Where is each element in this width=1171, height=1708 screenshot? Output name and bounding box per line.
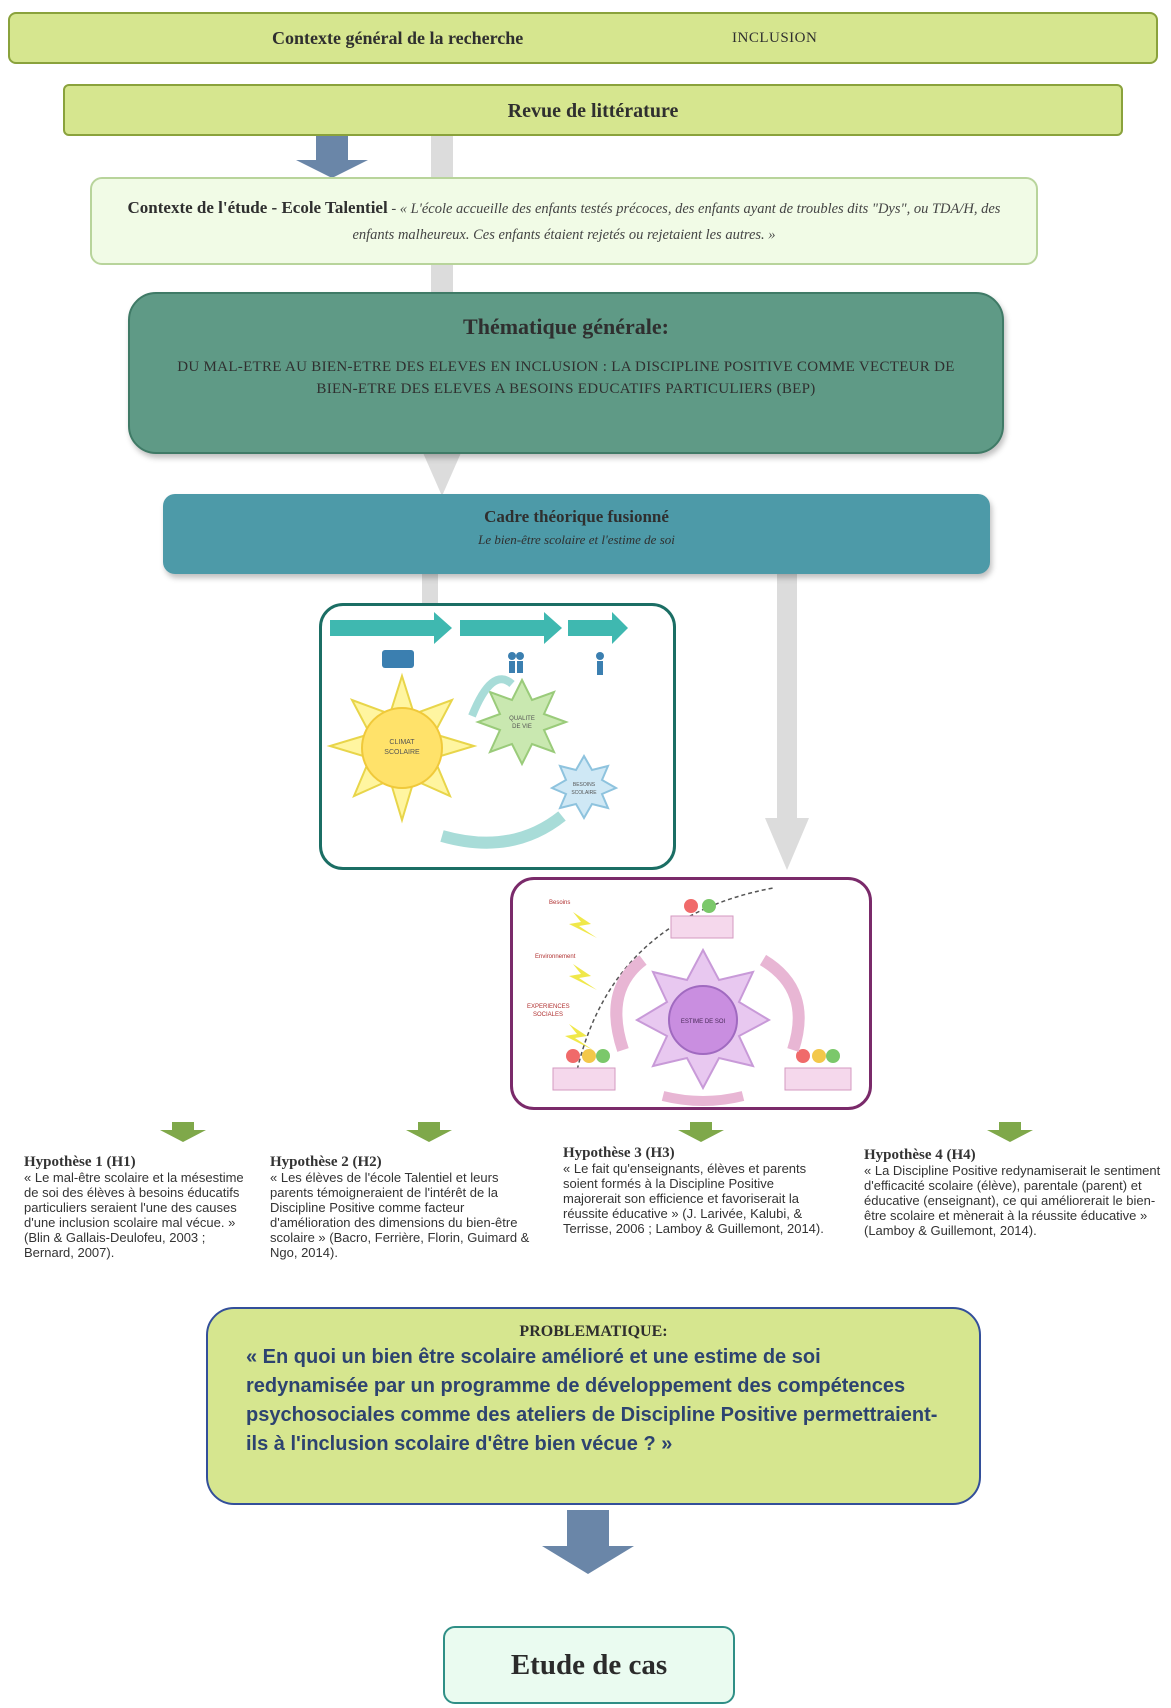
face-icons — [566, 899, 840, 1063]
research-context-bar: Contexte général de la recherche INCLUSI… — [8, 12, 1158, 64]
research-context-title: Contexte général de la recherche — [272, 28, 524, 48]
hypothesis-4: Hypothèse 4 (H4) « La Discipline Positiv… — [864, 1147, 1164, 1239]
side-label-4: SOCIALES — [533, 1012, 563, 1018]
hypothesis-1-title: Hypothèse 1 (H1) — [24, 1154, 136, 1170]
blue-arrowhead — [296, 160, 368, 178]
grey-arrowhead-2 — [765, 818, 809, 870]
grey-arrowhead — [420, 446, 464, 496]
blue-arrow-shaft-2 — [567, 1510, 609, 1550]
study-context-title: Contexte de l'étude - Ecole Talentiel — [127, 198, 388, 217]
pink-arrow-2 — [610, 955, 647, 1052]
climate-sun — [326, 672, 478, 824]
hypothesis-1: Hypothèse 1 (H1) « Le mal-être scolaire … — [24, 1154, 246, 1261]
grey-connector-3 — [422, 574, 438, 604]
hypothesis-2-text: « Les élèves de l'école Talentiel et leu… — [270, 1170, 530, 1260]
hypothesis-3: Hypothèse 3 (H3) « Le fait qu'enseignant… — [563, 1145, 829, 1237]
general-theme-body: DU MAL-ETRE AU BIEN-ETRE DES ELEVES EN I… — [177, 359, 955, 397]
flow-arrow-2 — [468, 675, 515, 718]
people-icons — [382, 650, 604, 675]
side-label-3: EXPERIENCES — [527, 1004, 570, 1010]
esteem-label: ESTIME DE SOI — [681, 1019, 726, 1025]
pink-arrow-1 — [759, 954, 805, 1052]
box-top — [670, 915, 734, 939]
case-study-box: Etude de cas — [443, 1626, 735, 1704]
framework-subtitle: Le bien-être scolaire et l'estime de soi — [478, 532, 675, 547]
quality-label-1: QUALITE — [509, 716, 535, 722]
flow-arrow — [440, 811, 566, 849]
sun-label-2: SCOLAIRE — [384, 749, 420, 756]
hypothesis-1-text: « Le mal-être scolaire et la mésestime d… — [24, 1170, 244, 1260]
blue-arrow-shaft — [316, 136, 348, 162]
esteem-core — [668, 985, 738, 1055]
study-context-box: Contexte de l'étude - Ecole Talentiel - … — [90, 177, 1038, 265]
needs-label-1: BESOINS — [573, 782, 596, 788]
general-theme-box: Thématique générale: DU MAL-ETRE AU BIEN… — [128, 292, 1004, 454]
dashed-curve — [572, 887, 774, 1091]
side-label-1: Besoins — [549, 900, 570, 906]
wellbeing-drawing: CLIMAT SCOLAIRE QUALITE DE VIE BESOINS S… — [326, 612, 628, 849]
hypothesis-4-title: Hypothèse 4 (H4) — [864, 1147, 976, 1163]
lightning-icons — [565, 912, 597, 1050]
blue-arrowhead-2 — [542, 1546, 634, 1574]
side-label-2: Environnement — [535, 954, 576, 960]
framework-box: Cadre théorique fusionné Le bien-être sc… — [163, 494, 990, 574]
pink-arrow-3 — [661, 1091, 745, 1106]
needs-label-2: SCOLAIRE — [571, 790, 597, 796]
inclusion-label: INCLUSION — [732, 30, 818, 46]
box-right — [784, 1067, 852, 1091]
study-context-quote: - « L'école accueille des enfants testés… — [352, 201, 1001, 243]
hypothesis-2: Hypothèse 2 (H2) « Les élèves de l'école… — [270, 1154, 532, 1261]
hypothesis-2-title: Hypothèse 2 (H2) — [270, 1154, 382, 1170]
hypothesis-3-title: Hypothèse 3 (H3) — [563, 1145, 675, 1161]
quality-label-2: DE VIE — [512, 724, 532, 730]
framework-title: Cadre théorique fusionné — [484, 507, 669, 526]
quality-star — [475, 677, 569, 767]
self-esteem-illustration: Besoins Environnement EXPERIENCES SOCIAL… — [510, 877, 872, 1110]
box-left — [552, 1067, 616, 1091]
sun-label-1: CLIMAT — [389, 739, 415, 746]
research-problem-title: PROBLEMATIQUE: — [519, 1323, 668, 1340]
general-theme-title: Thématique générale: — [463, 314, 669, 339]
green-arrows — [160, 1122, 1033, 1142]
grey-connector-2 — [777, 574, 797, 820]
hypothesis-3-text: « Le fait qu'enseignants, élèves et pare… — [563, 1161, 824, 1236]
literature-review-bar: Revue de littérature — [63, 84, 1123, 136]
research-problem-text: « En quoi un bien être scolaire amélioré… — [246, 1346, 938, 1455]
needs-star — [549, 753, 619, 821]
hypothesis-4-text: « La Discipline Positive redynamiserait … — [864, 1163, 1161, 1238]
stage-arrows — [330, 612, 628, 644]
research-problem-box: PROBLEMATIQUE: « En quoi un bien être sc… — [206, 1307, 981, 1505]
self-esteem-drawing: Besoins Environnement EXPERIENCES SOCIAL… — [527, 887, 852, 1106]
wellbeing-illustration: CLIMAT SCOLAIRE QUALITE DE VIE BESOINS S… — [319, 603, 676, 870]
